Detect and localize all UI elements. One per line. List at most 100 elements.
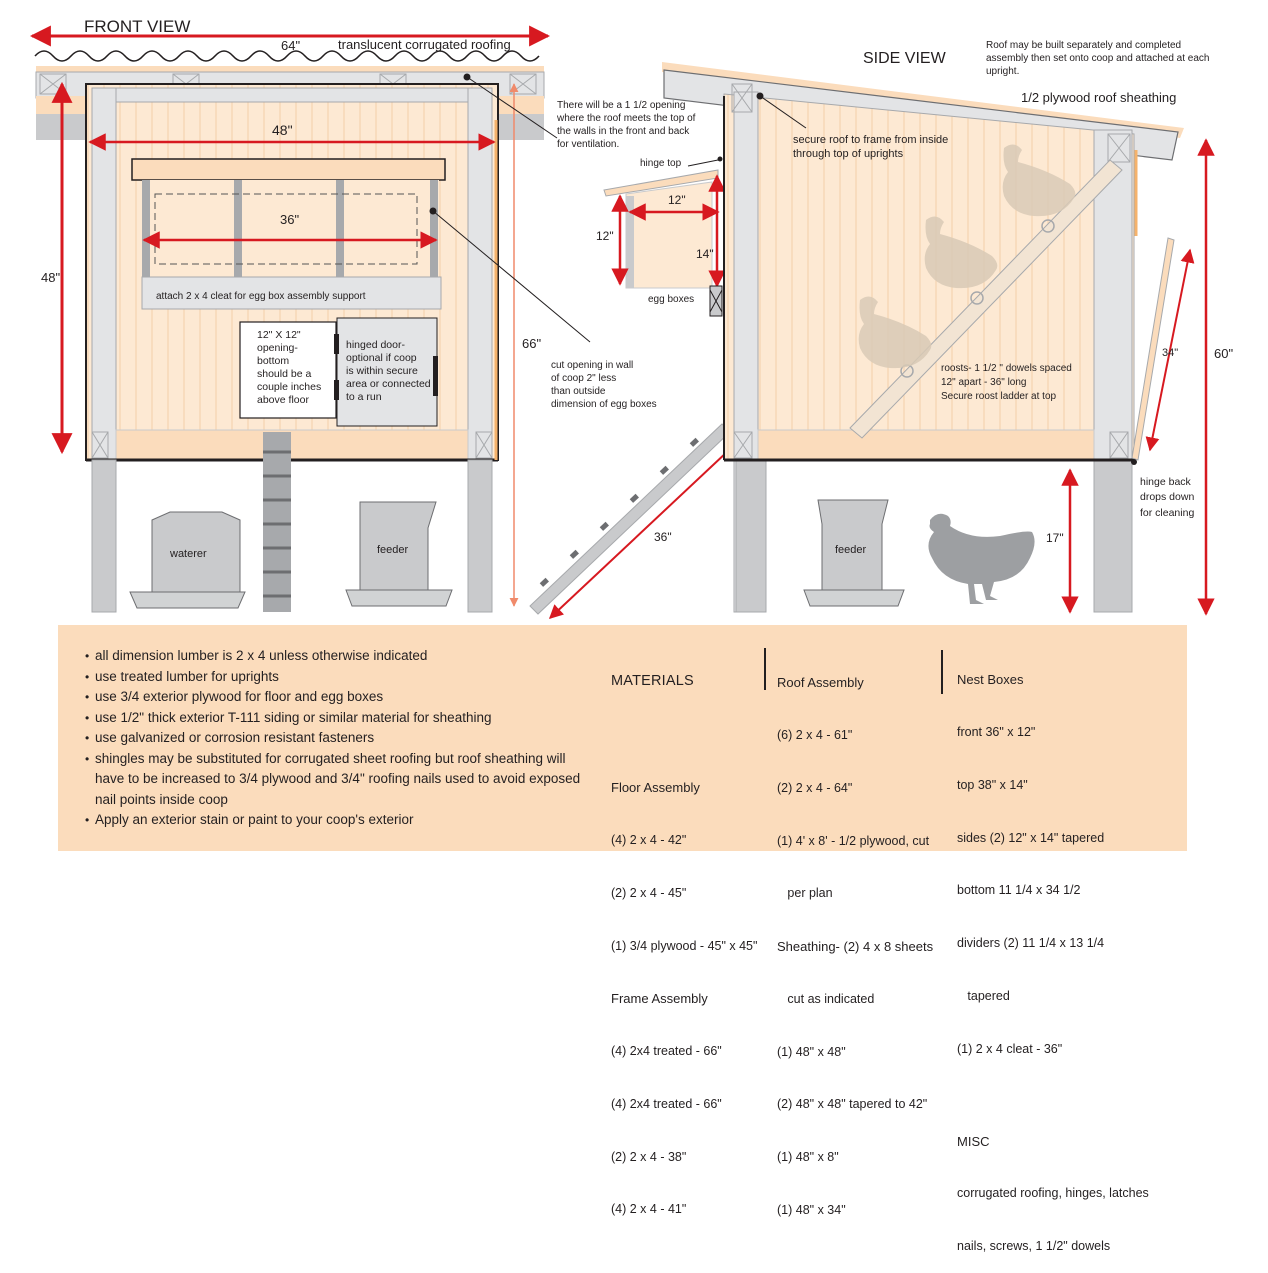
door-hinge-top xyxy=(334,334,339,354)
egg-box-top xyxy=(131,158,446,181)
box-side-label: 12" xyxy=(596,229,614,243)
roof-item: (6) 2 x 4 - 61" xyxy=(777,727,853,742)
side-leg-front xyxy=(735,459,767,613)
construction-notes: all dimension lumber is 2 x 4 unless oth… xyxy=(85,646,596,831)
door-hinge-bottom xyxy=(334,380,339,400)
floor-item: (1) 3/4 plywood - 45" x 45" xyxy=(611,938,758,953)
cleat-label: attach 2 x 4 cleat for egg box assembly … xyxy=(156,291,366,302)
note-item: Apply an exterior stain or paint to your… xyxy=(85,810,596,831)
frame-item: (4) 2 x 4 - 41" xyxy=(611,1202,687,1217)
front-view-title: FRONT VIEW xyxy=(84,17,190,36)
ramp-cleats xyxy=(263,450,291,598)
front-feeder-body xyxy=(359,501,437,591)
hinge-top-dot xyxy=(717,156,723,162)
sheathing-item: (1) 48" x 8" xyxy=(777,1150,839,1165)
note-item: use 1/2" thick exterior T-111 siding or … xyxy=(85,708,596,729)
cut-opening-note: cut opening in wall of coop 2" less than… xyxy=(551,360,657,410)
plywood-label: 1/2 plywood roof sheathing xyxy=(1021,90,1176,105)
hinged-door xyxy=(336,317,438,427)
ramp-length-label: 36" xyxy=(654,530,672,544)
top-plate xyxy=(115,87,469,103)
coop-plan-drawing: FRONT VIEW 64" translucent corrugated ro… xyxy=(29,17,1233,619)
ramp-length-dimension xyxy=(548,435,746,619)
ventilation-note: There will be a 1 1/2 opening where the … xyxy=(556,100,698,150)
back-hinge-dot xyxy=(1131,459,1137,465)
egg-box-width-label: 36" xyxy=(280,212,299,227)
side-ramp-cleats xyxy=(539,437,699,587)
side-wall xyxy=(723,93,1135,461)
waterer-base xyxy=(129,591,246,609)
materials-title: MATERIALS xyxy=(611,673,694,690)
side-feeder-base xyxy=(803,589,905,607)
front-view: FRONT VIEW 64" translucent corrugated ro… xyxy=(29,17,591,613)
nest-item: bottom 11 1/4 x 34 1/2 xyxy=(957,883,1081,898)
front-ramp xyxy=(263,432,291,612)
roost-ladder xyxy=(849,159,1123,439)
back-panel-label: 34" xyxy=(1162,347,1178,359)
ground-hen xyxy=(928,513,1035,604)
vent-leader-line xyxy=(466,76,558,139)
secure-roof-note: secure roof to frame from inside through… xyxy=(793,134,951,160)
nest-item: sides (2) 12" x 14" tapered xyxy=(957,830,1105,845)
side-floor-band xyxy=(757,429,1095,461)
egg-box-front-edge xyxy=(626,196,634,288)
hinge-top-leader xyxy=(687,159,719,167)
cut-leader-line xyxy=(432,210,591,343)
frame-assembly-title: Frame Assembly xyxy=(611,991,708,1007)
note-item: all dimension lumber is 2 x 4 unless oth… xyxy=(85,646,596,667)
hinge-top-label: hinge top xyxy=(640,158,682,169)
front-feeder-base xyxy=(345,589,453,607)
roof-assembly-note: Roof may be built separately and complet… xyxy=(986,40,1212,77)
materials-column-roof-sheathing: Roof Assembly (6) 2 x 4 - 61" (2) 2 x 4 … xyxy=(777,639,933,1237)
roof-item: (2) 2 x 4 - 64" xyxy=(777,780,853,795)
secure-roof-leader xyxy=(759,95,807,129)
note-item: use galvanized or corrosion resistant fa… xyxy=(85,728,596,749)
door-note: hinged door- optional if coop is within … xyxy=(346,339,434,403)
nest-boxes-title: Nest Boxes xyxy=(957,672,1024,688)
side-leg-back xyxy=(1093,459,1133,613)
side-view-title: SIDE VIEW xyxy=(863,50,947,67)
frame-item: (2) 2 x 4 - 38" xyxy=(611,1149,687,1164)
nest-item: dividers (2) 11 1/4 x 13 1/4 xyxy=(957,936,1105,951)
roof-assembly-title: Roof Assembly xyxy=(777,675,864,691)
misc-item: corrugated roofing, hinges, latches xyxy=(957,1186,1149,1201)
materials-divider-2 xyxy=(941,650,943,694)
middle-annotations: There will be a 1 1/2 opening where the … xyxy=(529,100,746,619)
floor-item: (2) 2 x 4 - 45" xyxy=(611,885,687,900)
sheathing-item: (1) 48" x 34" xyxy=(777,1203,846,1217)
nest-item: front 36" x 12" xyxy=(957,724,1036,739)
opening-note: 12" X 12" opening- bottom should be a co… xyxy=(257,329,324,406)
roof-item: per plan xyxy=(777,886,833,901)
roosts-note: roosts- 1 1/2 " dowels spaced 12" apart … xyxy=(941,363,1075,402)
egg-boxes-label: egg boxes xyxy=(648,294,694,305)
egg-box-cleat xyxy=(141,276,442,310)
front-leg-right xyxy=(467,459,493,613)
height-48-label: 48" xyxy=(41,270,60,285)
door-latch xyxy=(433,356,438,396)
box-depth-label: 14" xyxy=(696,247,714,261)
height-66-label: 66" xyxy=(522,336,541,351)
side-view: SIDE VIEW Roof may be built separately a… xyxy=(662,40,1233,616)
coop-opening xyxy=(239,321,337,419)
materials-divider-1 xyxy=(764,648,766,690)
misc-title: MISC xyxy=(957,1133,990,1149)
floor-item: (4) 2 x 4 - 42" xyxy=(611,832,687,847)
hen-silhouettes xyxy=(858,144,1076,369)
front-upright-left xyxy=(91,87,117,461)
leg-braces xyxy=(91,431,493,459)
sheathing-title: Sheathing- (2) 4 x 8 sheets xyxy=(777,939,934,955)
side-height-label: 60" xyxy=(1214,346,1233,361)
leg-height-label: 17" xyxy=(1046,531,1064,545)
materials-column-nest-misc: Nest Boxes front 36" x 12" top 38" x 14"… xyxy=(957,636,1149,1273)
inner-width-label: 48" xyxy=(272,122,293,138)
box-top-label: 12" xyxy=(668,193,686,207)
nest-item: top 38" x 14" xyxy=(957,777,1028,792)
side-ramp xyxy=(529,423,731,615)
floor-assembly-title: Floor Assembly xyxy=(611,780,700,796)
front-feeder-label: feeder xyxy=(377,544,409,556)
roof-material-label: translucent corrugated roofing xyxy=(338,37,511,52)
floor-band xyxy=(115,429,469,461)
sheathing-subtitle: cut as indicated xyxy=(777,991,875,1006)
frame-item: (4) 2x4 treated - 66" xyxy=(611,1044,722,1059)
front-upright-right xyxy=(467,87,493,461)
